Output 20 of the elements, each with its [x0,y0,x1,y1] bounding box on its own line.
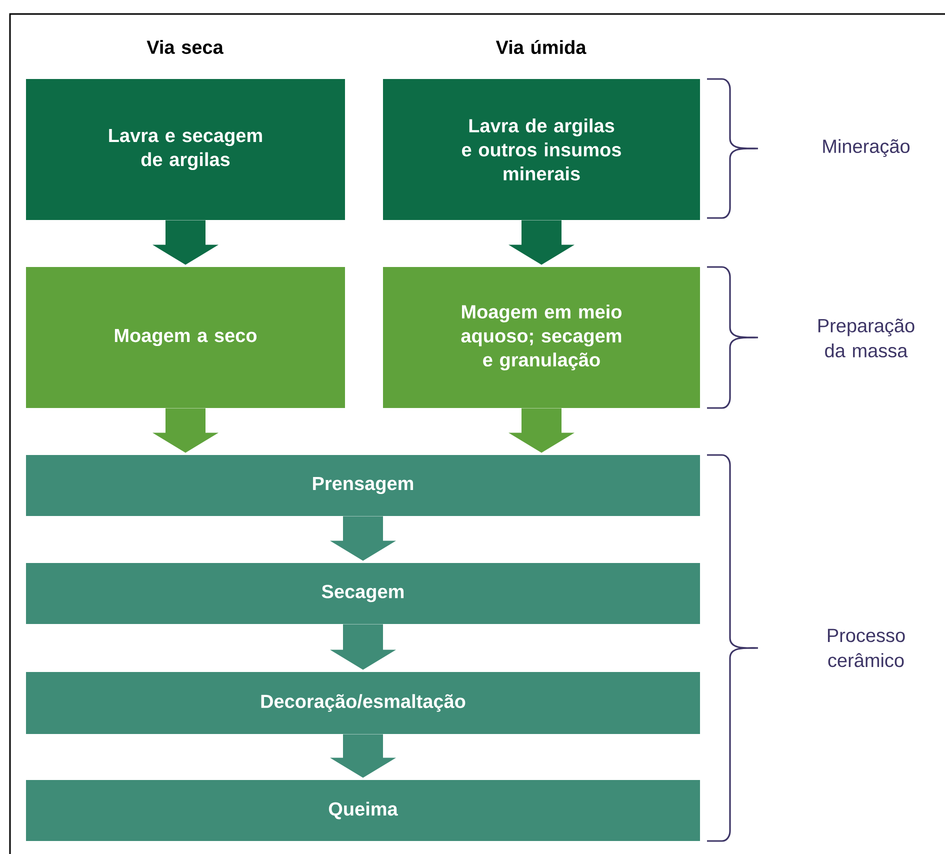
process-box: Lavra e secagem de argilas [26,79,345,220]
column-heading: Via úmida [496,40,586,54]
stage-label: Mineração [823,139,910,157]
process-box: Prensagem [26,455,700,516]
process-box: Queima [26,780,700,841]
arrow [152,220,218,265]
process-box: Secagem [26,563,700,624]
column-heading: Via seca [146,40,224,54]
process-box: Decoração/esmaltação [26,672,700,734]
process-box: Moagem a seco [26,267,345,408]
arrow [330,734,396,778]
process-box: Moagem em meio aquoso; secagem e granulação [383,267,700,408]
arrow [508,220,574,265]
stage-label: Processo cerâmico [828,628,905,668]
stage-label: Preparação da massa [818,318,914,358]
arrow [508,408,574,453]
process-box: Lavra de argilas e outros insumos minerais [383,79,700,220]
arrow [330,516,396,561]
arrow [152,408,218,453]
arrow [330,624,396,670]
